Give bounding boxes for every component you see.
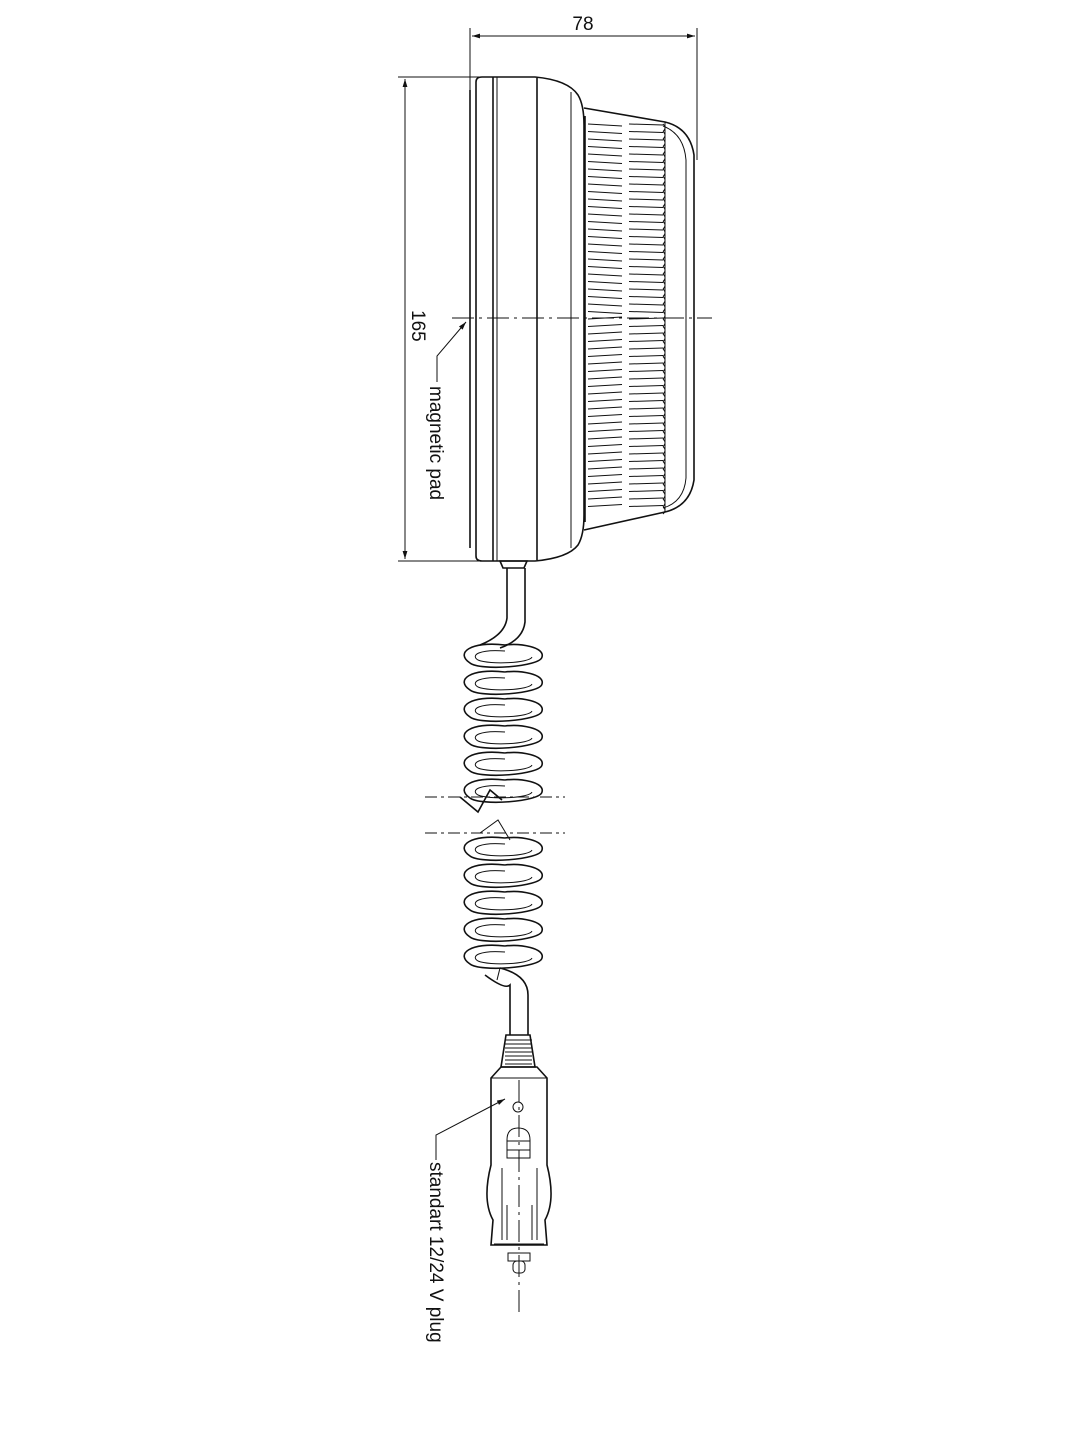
plug-label: standart 12/24 V plug: [425, 1162, 446, 1343]
magnetic-pad-label: magnetic pad: [425, 386, 446, 500]
dimension-depth-label: 78: [572, 14, 593, 35]
coiled-cable: [425, 560, 565, 1035]
cigarette-plug: [486, 1034, 552, 1312]
plug-callout: standart 12/24 V plug: [425, 1098, 506, 1343]
lens-ribs: [587, 123, 666, 515]
lamp-lens: [583, 107, 695, 531]
lamp-housing: [469, 76, 585, 562]
dimension-height: 165: [398, 76, 488, 562]
magnetic-pad-callout: magnetic pad: [425, 321, 467, 500]
dimension-height-label: 165: [407, 310, 428, 342]
